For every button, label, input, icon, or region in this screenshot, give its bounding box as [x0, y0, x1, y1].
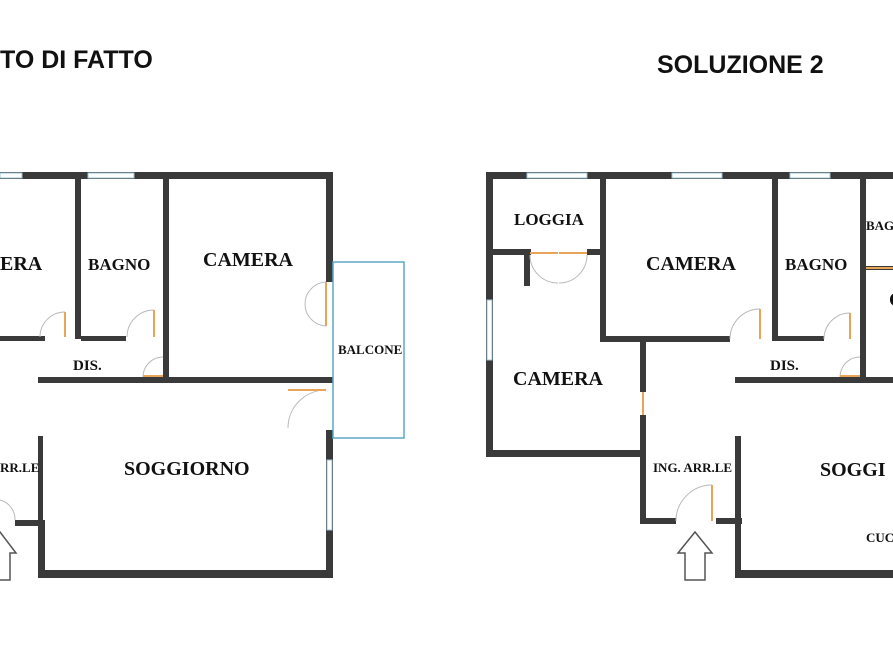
- entrance-arrow-left: [0, 530, 18, 581]
- room-soggiorno-cut: SOGGI: [820, 459, 886, 481]
- room-bagno: BAGNO: [785, 255, 847, 274]
- balcony-outline: [332, 261, 405, 439]
- room-dis: DIS.: [73, 358, 102, 374]
- room-balcone: BALCONE: [338, 342, 402, 357]
- left-windows: [0, 172, 333, 531]
- room-ingresso-cut: RR.LE: [0, 460, 39, 475]
- right-windows: [486, 172, 831, 361]
- room-camera-top: CAMERA: [646, 253, 737, 275]
- entrance-arrow-right: [676, 530, 714, 581]
- left-walls: [0, 172, 333, 578]
- room-dis: DIS.: [770, 358, 799, 374]
- left-doors: [0, 281, 327, 521]
- room-cut-letter: C: [889, 289, 893, 311]
- room-bagno: BAGNO: [88, 255, 150, 274]
- room-bagno-cut: BAG: [866, 218, 893, 233]
- room-camera: CAMERA: [203, 249, 294, 271]
- right-floor-plan: SOLUZIONE 2: [486, 51, 893, 581]
- room-cucina-cut: CUC: [866, 530, 893, 545]
- room-camera-left-cut: ERA: [0, 253, 43, 275]
- right-plan-title: SOLUZIONE 2: [657, 51, 824, 79]
- room-ingresso: ING. ARR.LE: [653, 460, 732, 475]
- room-loggia: LOGGIA: [514, 210, 585, 229]
- room-soggiorno: SOGGIORNO: [124, 458, 250, 480]
- right-doors: [529, 252, 893, 522]
- room-camera-left: CAMERA: [513, 368, 604, 390]
- left-plan-title: TO DI FATTO: [0, 46, 153, 74]
- left-floor-plan: TO DI FATTO: [0, 46, 405, 581]
